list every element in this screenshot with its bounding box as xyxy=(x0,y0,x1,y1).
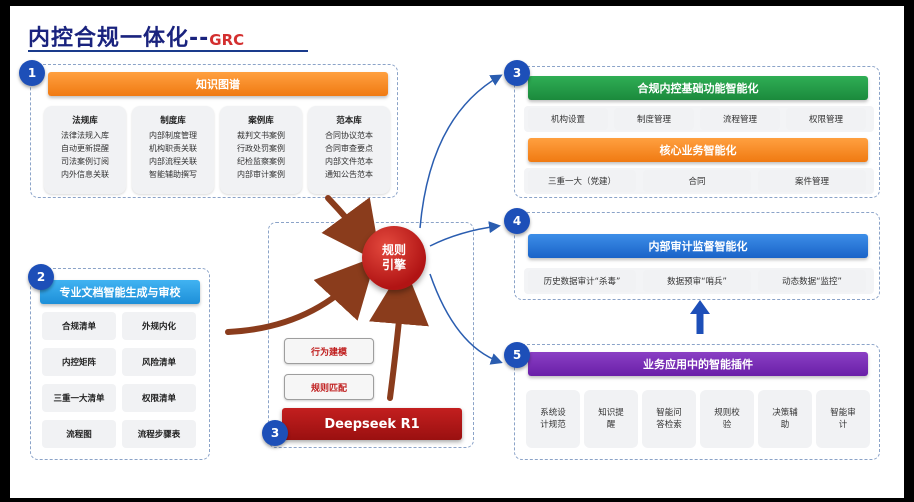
document-cell: 外规内化 xyxy=(122,312,196,340)
document-panel xyxy=(30,268,210,460)
core-business-item: 案件管理 xyxy=(758,170,866,192)
plugins-header: 业务应用中的智能插件 xyxy=(528,352,868,376)
badge-1: 1 xyxy=(19,60,45,86)
knowledge-column-item: 内部审计案例 xyxy=(237,170,285,179)
audit-item: 数据预审“哨兵” xyxy=(643,270,751,292)
knowledge-column-head: 案例库 xyxy=(248,116,274,126)
document-cell: 风险清单 xyxy=(122,348,196,376)
knowledge-column-head: 范本库 xyxy=(336,116,362,126)
title-sub: GRC xyxy=(209,31,245,49)
knowledge-column-head: 法规库 xyxy=(72,116,98,126)
knowledge-column-item: 智能辅助撰写 xyxy=(149,170,197,179)
knowledge-column-item: 法律法规入库 xyxy=(61,131,109,140)
core-business-item: 合同 xyxy=(643,170,751,192)
basic-function-item: 制度管理 xyxy=(614,108,694,130)
knowledge-column: 制度库内部制度管理机构职责关联内部流程关联智能辅助撰写 xyxy=(132,106,214,194)
document-cell: 权限清单 xyxy=(122,384,196,412)
knowledge-column-item: 合同协议范本 xyxy=(325,131,373,140)
slide: 内控合规一体化--GRC 1 知识图谱 法规库法律法规入库自动更新提醒司法案例订… xyxy=(10,6,904,498)
knowledge-column-head: 制度库 xyxy=(160,116,186,126)
document-cell: 流程图 xyxy=(42,420,116,448)
basic-functions-header: 合规内控基础功能智能化 xyxy=(528,76,868,100)
plugin-item: 规则校 验 xyxy=(700,390,754,448)
document-cell: 内控矩阵 xyxy=(42,348,116,376)
knowledge-column-item: 行政处罚案例 xyxy=(237,144,285,153)
badge-3: 3 xyxy=(504,60,530,86)
core-business-header: 核心业务智能化 xyxy=(528,138,868,162)
badge-4: 4 xyxy=(504,208,530,234)
audit-header: 内部审计监督智能化 xyxy=(528,234,868,258)
document-cell: 三重一大清单 xyxy=(42,384,116,412)
document-header: 专业文档智能生成与审校 xyxy=(40,280,200,304)
knowledge-column-item: 合同审查要点 xyxy=(325,144,373,153)
title-main: 内控合规一体化-- xyxy=(28,26,210,51)
plugin-item: 知识提 醒 xyxy=(584,390,638,448)
knowledge-column: 案例库裁判文书案例行政处罚案例纪检监察案例内部审计案例 xyxy=(220,106,302,194)
knowledge-graph-header: 知识图谱 xyxy=(48,72,388,96)
core-business-item: 三重一大（党建） xyxy=(528,170,636,192)
plugins-panel xyxy=(514,344,880,460)
basic-function-item: 权限管理 xyxy=(786,108,866,130)
behavior-modeling-pill: 行为建模 xyxy=(284,338,374,364)
audit-panel xyxy=(514,212,880,300)
knowledge-column-item: 司法案例订阅 xyxy=(61,157,109,166)
document-cell: 合规清单 xyxy=(42,312,116,340)
plugin-item: 系统设 计规范 xyxy=(526,390,580,448)
deepseek-model: Deepseek R1 xyxy=(282,408,462,440)
knowledge-column-item: 自动更新提醒 xyxy=(61,144,109,153)
knowledge-column-item: 纪检监察案例 xyxy=(237,157,285,166)
knowledge-column-item: 内部流程关联 xyxy=(149,157,197,166)
arrow-section5-to-section4-head xyxy=(690,300,710,314)
page-title: 内控合规一体化--GRC xyxy=(28,20,244,52)
knowledge-column-item: 通知公告范本 xyxy=(325,170,373,179)
title-underline xyxy=(28,50,308,52)
basic-functions-panel xyxy=(514,66,880,198)
knowledge-column-item: 内部文件范本 xyxy=(325,157,373,166)
knowledge-graph-panel xyxy=(30,64,398,198)
rules-engine: 规则 引擎 xyxy=(362,226,426,290)
knowledge-column-item: 内部制度管理 xyxy=(149,131,197,140)
knowledge-column: 法规库法律法规入库自动更新提醒司法案例订阅内外信息关联 xyxy=(44,106,126,194)
audit-item: 历史数据审计“杀毒” xyxy=(528,270,636,292)
plugin-item: 智能问 答检索 xyxy=(642,390,696,448)
plugin-item: 智能审 计 xyxy=(816,390,870,448)
knowledge-column-item: 裁判文书案例 xyxy=(237,131,285,140)
document-cell: 流程步骤表 xyxy=(122,420,196,448)
arrow-engine-to-section3 xyxy=(419,74,503,229)
knowledge-column-item: 机构职责关联 xyxy=(149,144,197,153)
badge-3-center: 3 xyxy=(262,420,288,446)
badge-2: 2 xyxy=(28,264,54,290)
plugin-item: 决策辅 助 xyxy=(758,390,812,448)
audit-item: 动态数据“监控” xyxy=(758,270,866,292)
knowledge-column: 范本库合同协议范本合同审查要点内部文件范本通知公告范本 xyxy=(308,106,390,194)
badge-5: 5 xyxy=(504,342,530,368)
basic-function-item: 流程管理 xyxy=(700,108,780,130)
knowledge-column-item: 内外信息关联 xyxy=(61,170,109,179)
rule-matching-pill: 规则匹配 xyxy=(284,374,374,400)
basic-function-item: 机构设置 xyxy=(528,108,608,130)
